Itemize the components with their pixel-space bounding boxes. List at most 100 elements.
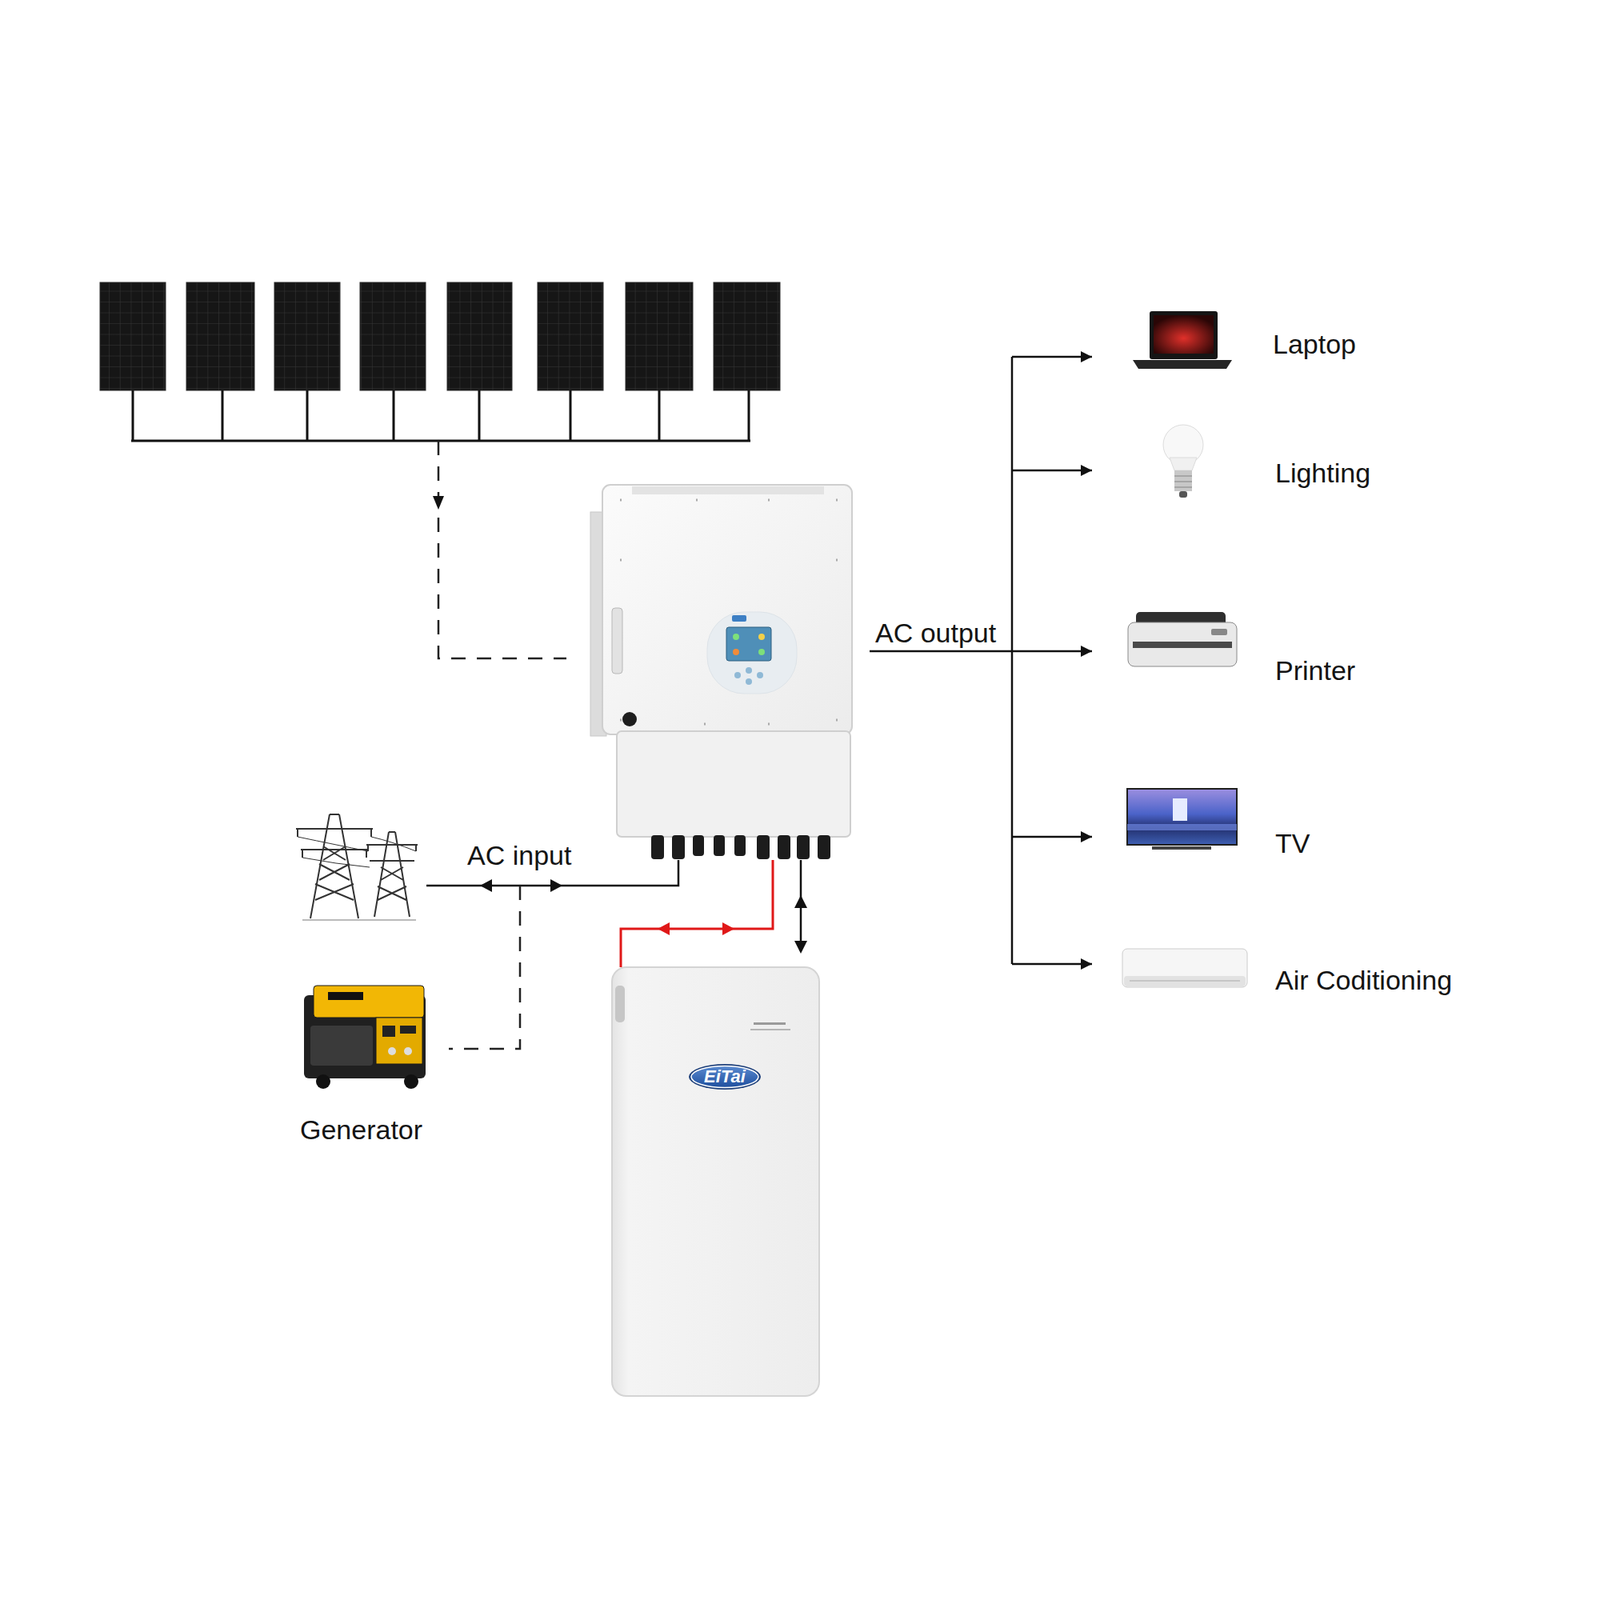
device-label: TV: [1275, 827, 1310, 860]
printer-slot: [1132, 641, 1232, 648]
inverter-vent: [632, 486, 824, 495]
printer-panel: [1211, 628, 1228, 636]
arrow-head: [722, 922, 735, 936]
bulb-base: [1174, 470, 1192, 492]
screen-icon: [732, 648, 740, 656]
panel-socket: [388, 1047, 396, 1056]
solar-panel: [713, 282, 780, 391]
solar-panel: [537, 282, 604, 391]
bulb-thread: [1174, 476, 1192, 488]
solar-panel: [100, 282, 166, 391]
cable-gland: [692, 835, 704, 856]
ac-vent: [1124, 976, 1246, 987]
generator-tank: [313, 985, 424, 1018]
laptop-lid: [1149, 311, 1218, 360]
branch-line: [1012, 963, 1092, 966]
battery-pack: [612, 967, 820, 1396]
logo-rim: [688, 1064, 761, 1090]
cable-gland: [672, 835, 685, 860]
device-label: Lighting: [1275, 456, 1371, 489]
power-wires: [297, 836, 416, 868]
arrow-head: [480, 879, 492, 892]
cable-gland: [796, 835, 810, 860]
cable-gland: [756, 835, 770, 860]
solar-panel: [447, 282, 512, 391]
tank-badge: [328, 992, 364, 1000]
grid-pylons: [296, 814, 418, 920]
screws: [620, 500, 838, 724]
lcd-screen: [726, 627, 772, 661]
brand-mark: [732, 615, 747, 622]
branch-line: [1012, 469, 1092, 472]
dc-switch: [622, 712, 637, 727]
device-label: Printer: [1275, 654, 1356, 687]
wheel: [316, 1074, 331, 1089]
panel-detail: [382, 1025, 396, 1037]
button: [745, 678, 752, 685]
battery-marking: [750, 1028, 791, 1031]
screen-icon: [732, 633, 740, 640]
branch-line: [1012, 650, 1092, 653]
tv-icon: [1127, 788, 1237, 850]
battery-handle: [615, 985, 625, 1023]
cable-gland: [734, 835, 746, 856]
inverter-lower: [616, 731, 851, 837]
line-label: AC output: [875, 616, 996, 649]
air-conditioner-icon: [1122, 948, 1248, 988]
inverter-handle: [612, 608, 623, 674]
bulb-tip: [1179, 491, 1188, 498]
ac-louvre: [1129, 980, 1240, 982]
button: [734, 672, 741, 679]
line-label: AC input: [467, 839, 572, 872]
branch-line: [1012, 836, 1092, 839]
screen-icon: [758, 633, 765, 640]
arrow-head: [550, 879, 563, 892]
ac-body: [1122, 948, 1248, 988]
bulb-neck: [1169, 457, 1197, 471]
arrow-head: [432, 496, 444, 510]
cable-gland: [817, 835, 831, 860]
button: [745, 667, 752, 674]
laptop-base: [1132, 360, 1232, 369]
tv-stand: [1152, 846, 1212, 850]
bus-line: [869, 356, 1012, 964]
printer-icon: [1128, 612, 1237, 667]
battery-marking: [753, 1022, 786, 1025]
tv-picture: [1127, 824, 1237, 831]
button: [756, 672, 764, 679]
pv-dc-line: [438, 440, 567, 659]
device-label: Generator: [300, 1113, 423, 1146]
screen-icon: [758, 648, 765, 656]
battery-power-line: [620, 860, 773, 968]
printer-body: [1128, 622, 1237, 667]
wheel: [404, 1074, 419, 1089]
solar-panel: [274, 282, 340, 391]
bulb-icon: [1163, 424, 1204, 498]
generator-illustration: [304, 985, 426, 1089]
generator-line: [448, 885, 520, 1049]
solar-panel: [186, 282, 255, 391]
arrow-head: [657, 922, 670, 936]
arrow-head: [794, 895, 808, 908]
inverter-body: [602, 484, 852, 735]
display-panel: [707, 612, 797, 694]
arrow-head: [794, 940, 808, 954]
solar-panel: [360, 282, 426, 391]
pylon: [366, 832, 418, 917]
ac-output-bus: [869, 356, 1092, 964]
laptop-screen: [1153, 315, 1214, 354]
battery-body: [612, 967, 820, 1396]
cable-gland: [713, 835, 725, 856]
logo-badge: EiTai: [688, 1063, 762, 1091]
branch-line: [1012, 356, 1092, 359]
solar-panel: [625, 282, 693, 391]
engine: [310, 1025, 373, 1066]
panel-detail: [400, 1025, 416, 1034]
device-label: Air Coditioning: [1275, 964, 1452, 996]
tv-screen: [1127, 788, 1237, 845]
logo-text: EiTai: [688, 1063, 762, 1091]
pv-wiring: [131, 390, 751, 441]
